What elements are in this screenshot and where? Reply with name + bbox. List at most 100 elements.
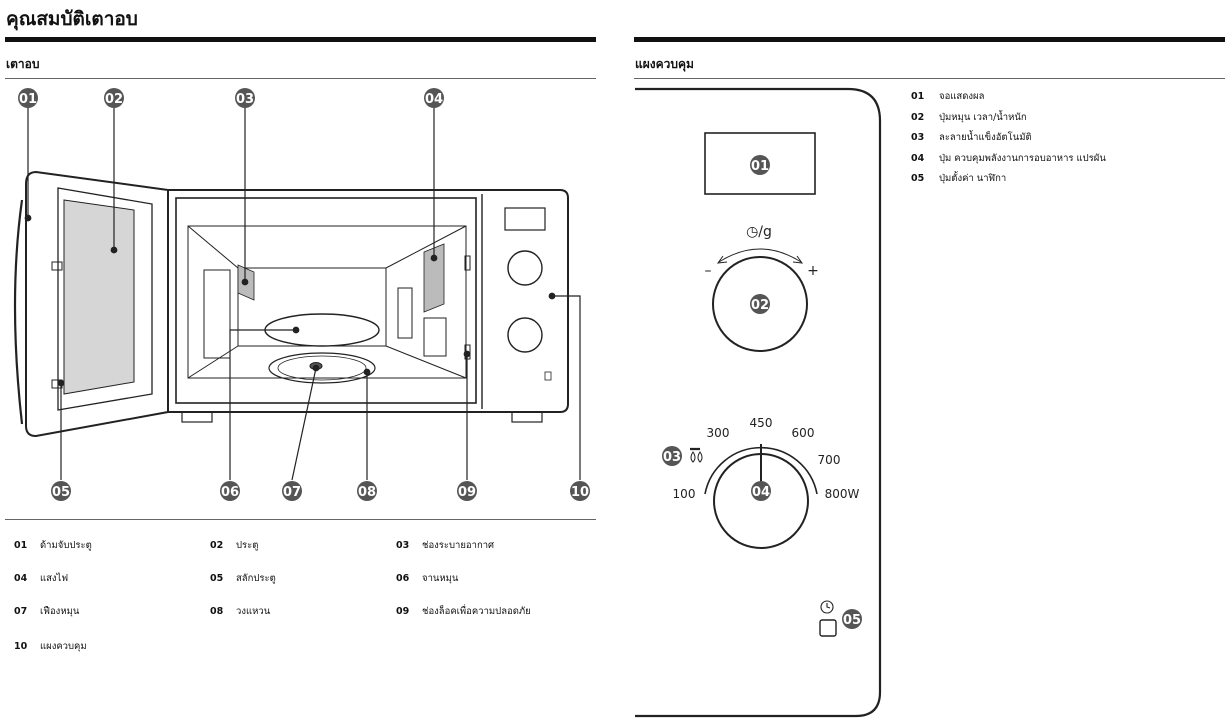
legend-item: 05 สลักประตู [210,571,276,586]
power-level-label: 800W [825,487,860,501]
legend-label: ปุ่ม ควบคุมพลังงานการอบอาหาร แปรผัน [939,152,1106,164]
legend-label: จานหมุน [422,573,459,584]
callout-badge [570,481,590,501]
divider [5,78,596,79]
page-title: คุณสมบัติเตาอบ [6,8,138,30]
legend-label: ประตู [236,540,259,551]
callout-label: 01 [19,92,37,107]
legend-item: 02 ปุ่มหมุน เวลา/น้ำหนัก [911,110,1106,131]
legend-item: 06 จานหมุน [396,571,458,586]
power-level-label: 700 [818,453,841,467]
legend-item: 04 แสงไฟ [14,571,68,586]
callout-label: 06 [221,485,239,500]
legend-label: วงแหวน [236,606,271,617]
callout-badge [842,609,862,629]
legend-item: 10 แผงควบคุม [14,639,87,654]
legend-num: 04 [14,573,28,584]
legend-num: 01 [14,540,28,551]
clock-button [819,619,837,637]
legend-item: 05 ปุ่มตั้งค่า นาฬิกา [911,171,1106,192]
oven-diagram: 01 02 03 04 05 06 07 08 09 10 [13,88,590,501]
legend-label: แผงควบคุม [40,641,87,652]
callout-label: 02 [105,92,123,107]
legend-num: 10 [14,641,28,652]
power-level-label: 600 [792,426,815,440]
callout-label: 04 [752,485,770,500]
legend-num: 09 [396,606,410,617]
defrost-drops-icon [690,447,703,463]
legend-num: 02 [911,111,925,123]
callout-label: 04 [425,92,443,107]
callout-badge [750,294,770,314]
dial-minus-label: – [705,263,712,279]
divider [5,519,596,520]
callout-badge [662,446,682,466]
legend-item: 02 ประตู [210,538,258,553]
legend-label: ปุ่มหมุน เวลา/น้ำหนัก [939,111,1027,123]
callout-badge [457,481,477,501]
legend-num: 03 [911,132,925,143]
legend-num: 01 [911,91,925,102]
legend-item: 01 ด้ามจับประตู [14,538,92,553]
panel-section-title: แผงควบคุม [635,57,694,71]
legend-num: 05 [911,173,925,184]
panel-legend: 01 จอแสดงผล 02 ปุ่มหมุน เวลา/น้ำหนัก 03 ละล… [911,89,1106,192]
power-level-label: 300 [707,426,730,440]
legend-label: ละลายน้ำแข็งอัตโนมัติ [939,132,1032,143]
legend-item: 08 วงแหวน [210,604,270,619]
display-window [704,132,816,195]
section-rule [5,37,596,42]
legend-item: 07 เฟืองหมุน [14,604,79,619]
callout-label: 01 [751,159,769,174]
callout-label: 05 [52,485,70,500]
legend-num: 05 [210,573,224,584]
callout-label: 05 [843,613,861,628]
callout-label: 02 [751,298,769,313]
legend-num: 02 [210,540,224,551]
divider [634,78,1225,79]
legend-num: 04 [911,152,925,164]
legend-label: แสงไฟ [40,573,69,584]
callout-label: 07 [283,485,301,500]
dial-plus-label: + [807,263,819,279]
callout-badge [424,88,444,108]
callout-badge [235,88,255,108]
callout-badge [220,481,240,501]
legend-label: เฟืองหมุน [40,606,80,617]
callout-badge [282,481,302,501]
callout-badge [751,481,771,501]
legend-item: 01 จอแสดงผล [911,89,1106,110]
legend-item: 04 ปุ่ม ควบคุมพลังงานการอบอาหาร แปรผัน [911,151,1106,172]
callout-label: 10 [571,485,589,500]
callout-label: 03 [236,92,254,107]
callout-label: 08 [358,485,376,500]
legend-item: 09 ช่องล็อคเพื่อความปลอดภัย [396,604,531,619]
legend-label: ด้ามจับประตู [40,540,92,551]
callout-label: 09 [458,485,476,500]
legend-label: ปุ่มตั้งค่า นาฬิกา [939,173,1007,184]
legend-label: จอแสดงผล [939,91,985,102]
time-weight-label: ◷/g [746,224,772,240]
callout-badge [104,88,124,108]
section-rule [634,37,1225,42]
power-level-label: 100 [673,487,696,501]
legend-label: สลักประตู [236,573,276,584]
control-panel-diagram: 01 ◷/g – + 02 04 100 300 450 600 700 800… [635,87,882,718]
legend-label: ช่องระบายอากาศ [422,540,495,551]
legend-item: 03 ช่องระบายอากาศ [396,538,494,553]
legend-num: 08 [210,606,224,617]
oven-section-title: เตาอบ [6,57,40,71]
callout-badge [51,481,71,501]
callout-badge [357,481,377,501]
legend-num: 07 [14,606,28,617]
callout-label: 03 [663,450,681,465]
legend-label: ช่องล็อคเพื่อความปลอดภัย [422,606,531,617]
legend-num: 03 [396,540,410,551]
clock-icon [820,600,834,614]
power-level-label: 450 [750,416,773,430]
callout-badge [18,88,38,108]
legend-num: 06 [396,573,410,584]
callout-badge [750,155,770,175]
oven-callouts: 01 02 03 04 05 06 07 08 09 10 [18,88,590,501]
legend-item: 03 ละลายน้ำแข็งอัตโนมัติ [911,130,1106,151]
